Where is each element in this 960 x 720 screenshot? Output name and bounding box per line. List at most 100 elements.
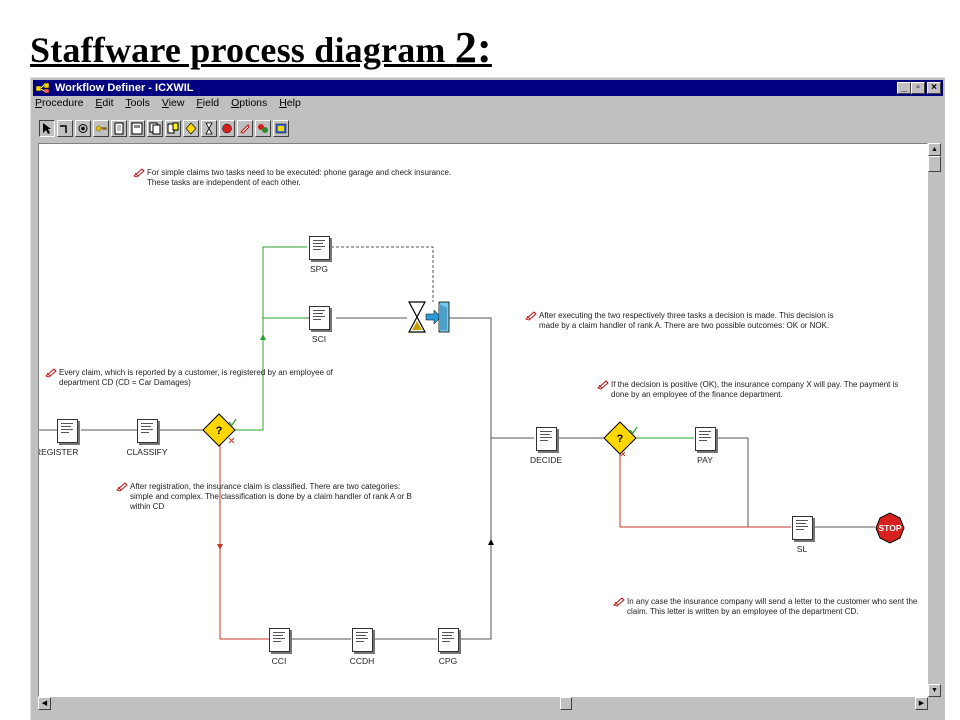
menu-field[interactable]: Field <box>196 97 220 109</box>
app-icon <box>36 82 50 94</box>
size-grip[interactable] <box>928 697 941 710</box>
connector-tool[interactable] <box>57 120 73 137</box>
multi-step-tool[interactable] <box>165 120 181 137</box>
scroll-left-button[interactable]: ◀ <box>38 697 51 710</box>
step-pay[interactable]: PAY <box>675 427 735 465</box>
slide-title-text: Staffware process diagram <box>30 30 455 70</box>
menu-edit[interactable]: Edit <box>95 97 114 109</box>
step-label: CCDH <box>349 656 375 666</box>
annotation-text: After executing the two respectively thr… <box>539 311 834 330</box>
step-label: PAY <box>697 455 713 465</box>
condition-icon <box>185 122 197 135</box>
document-icon <box>535 427 557 451</box>
minimize-button[interactable]: _ <box>897 82 911 94</box>
document-icon <box>351 628 373 652</box>
step-label: SL <box>796 544 808 554</box>
edge-spg-wait-dashed <box>331 246 434 302</box>
copy-step-tool[interactable] <box>147 120 163 137</box>
document-icon <box>791 516 813 540</box>
wait-tool[interactable] <box>201 120 217 137</box>
annotation-icon <box>597 380 609 390</box>
form-step-tool[interactable] <box>129 120 145 137</box>
annotation-tool[interactable] <box>237 120 253 137</box>
annotation-text: After registration, the insurance claim … <box>130 482 412 511</box>
slide-title-number: 2: <box>454 23 492 72</box>
menu-procedure[interactable]: Procedure <box>35 97 84 109</box>
process-canvas[interactable]: ? ? STOP <box>38 143 928 697</box>
stop-step-tool[interactable] <box>219 120 235 137</box>
document-icon <box>437 628 459 652</box>
close-button[interactable]: × <box>927 82 941 94</box>
step-sl[interactable]: SL <box>772 516 832 554</box>
form-step-icon <box>131 122 143 135</box>
edge-wait-decide <box>449 317 492 438</box>
step-label: SPG <box>310 264 328 274</box>
step-cci[interactable]: CCI <box>249 628 309 666</box>
menu-options[interactable]: Options <box>231 97 268 109</box>
scroll-down-button[interactable]: ▼ <box>928 684 941 697</box>
maximize-button[interactable]: ▫ <box>911 82 925 94</box>
document-icon <box>308 306 330 330</box>
menu-tools[interactable]: Tools <box>125 97 150 109</box>
stop-label: STOP <box>879 523 902 533</box>
edge-cci-ccdh-cpg <box>223 438 492 640</box>
stop-node[interactable]: STOP <box>875 512 905 544</box>
annotation-icon <box>240 124 250 134</box>
step-label: CPG <box>438 656 458 666</box>
window-title: Workflow Definer - ICXWIL <box>55 82 194 94</box>
key-tool[interactable] <box>93 120 109 137</box>
step-label: SCI <box>311 334 327 344</box>
step-ccdh[interactable]: CCDH <box>332 628 392 666</box>
step-label: DECIDE <box>529 455 563 465</box>
subprocedure-tool[interactable] <box>273 120 289 137</box>
step-decide[interactable]: DECIDE <box>516 427 576 465</box>
condition-2[interactable]: ? <box>603 421 638 457</box>
edge-cond2-sl <box>619 453 791 528</box>
annotation-text: Every claim, which is reported by a cust… <box>59 368 333 387</box>
step-classify[interactable]: CLASSIFY <box>117 419 177 457</box>
annotation-simple-claims[interactable]: For simple claims two tasks need to be e… <box>133 168 452 188</box>
wait-icon <box>205 122 213 135</box>
window-titlebar[interactable]: Workflow Definer - ICXWIL _ ▫ × <box>33 80 943 96</box>
event-tool[interactable] <box>255 120 271 137</box>
arrow-select-tool[interactable] <box>39 120 55 137</box>
arrow-right-icon <box>425 309 442 325</box>
multi-step-icon <box>167 122 179 134</box>
step-cpg[interactable]: CPG <box>418 628 478 666</box>
vertical-scrollbar[interactable]: ▲ ▼ <box>928 143 941 697</box>
event-icon <box>258 124 268 133</box>
process-connections: ? ? STOP <box>39 246 905 640</box>
annotation-positive-decision[interactable]: If the decision is positive (OK), the in… <box>597 380 916 400</box>
wait-step[interactable] <box>408 301 450 333</box>
start-step-icon <box>78 124 88 133</box>
start-step-tool[interactable] <box>75 120 91 137</box>
annotation-text: In any case the insurance company will s… <box>627 597 918 616</box>
condition-tool[interactable] <box>183 120 199 137</box>
scroll-right-button[interactable]: ▶ <box>915 697 928 710</box>
step-label: CCI <box>271 656 287 666</box>
step-register[interactable]: REGISTER <box>39 419 89 457</box>
step-spg[interactable]: SPG <box>289 236 349 274</box>
arrow-black-up <box>488 539 494 545</box>
vertical-scroll-thumb[interactable] <box>928 156 941 172</box>
annotation-after-registration[interactable]: After registration, the insurance claim … <box>116 482 425 512</box>
horizontal-scroll-thumb[interactable] <box>560 697 572 710</box>
annotation-every-claim[interactable]: Every claim, which is reported by a cust… <box>45 368 364 388</box>
menu-help[interactable]: Help <box>279 97 301 109</box>
annotation-after-executing[interactable]: After executing the two respectively thr… <box>525 311 839 331</box>
menu-view[interactable]: View <box>161 97 185 109</box>
document-step-tool[interactable] <box>111 120 127 137</box>
condition-1-mark: ? <box>216 425 223 437</box>
scroll-up-button[interactable]: ▲ <box>928 143 941 156</box>
annotation-any-case[interactable]: In any case the insurance company will s… <box>613 597 919 617</box>
document-step-icon <box>114 122 124 135</box>
step-sci[interactable]: SCI <box>289 306 349 344</box>
arrow-red-down <box>217 544 223 550</box>
annotation-icon <box>45 368 57 378</box>
menu-bar: Procedure Edit Tools View Field Options … <box>35 97 310 113</box>
edge-cond1-complex <box>219 444 269 640</box>
document-icon <box>268 628 290 652</box>
condition-1[interactable]: ? <box>202 413 237 447</box>
horizontal-scrollbar[interactable]: ◀ ▶ <box>38 697 928 710</box>
step-label: REGISTER <box>38 447 79 457</box>
